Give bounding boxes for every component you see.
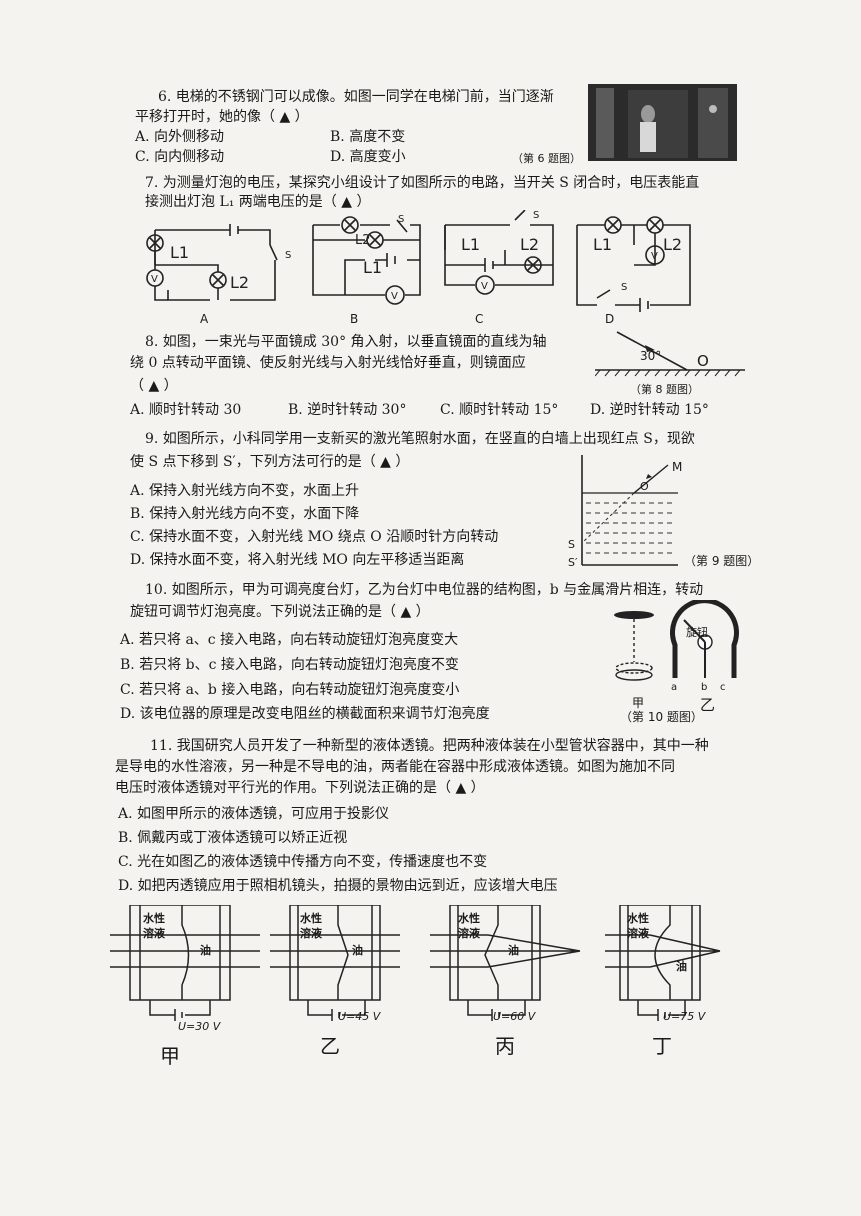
q11-yi-water1: 水性 <box>300 912 322 925</box>
q11-name-jia: 甲 <box>160 1044 180 1068</box>
q11-yi-water2: 溶液 <box>300 927 322 940</box>
q8-line1: 8. 如图，一束光与平面镜成 30° 角入射，以垂直镜面的直线为轴 <box>145 334 547 350</box>
q7-line2: 接测出灯泡 L₁ 两端电压的是（ ▲ ） <box>145 194 371 210</box>
q10-terminal-b: b <box>701 682 708 693</box>
q6-line1: 6. 电梯的不锈钢门可以成像。如图一同学在电梯门前，当门逐渐 <box>158 89 554 105</box>
svg-text:S: S <box>533 210 539 221</box>
q11-line2: 是导电的水性溶液，另一种是不导电的油，两者能在容器中形成液体透镜。如图为施加不同 <box>115 759 675 775</box>
q11-name-yi: 乙 <box>320 1034 340 1058</box>
svg-text:S: S <box>398 214 404 225</box>
svg-text:V: V <box>391 291 398 302</box>
svg-text:V: V <box>651 251 658 262</box>
q8-point-label: O <box>697 352 709 370</box>
q8-caption: （第 8 题图） <box>630 383 699 396</box>
q11-bing-water2: 溶液 <box>458 927 480 940</box>
q10-caption: （第 10 题图） <box>620 710 703 724</box>
q6-option-b: B. 高度不变 <box>330 129 406 145</box>
q8-option-d: D. 逆时针转动 15° <box>590 402 709 418</box>
q9-label-s-prime: S′ <box>568 556 578 569</box>
q11-line3: 电压时液体透镜对平行光的作用。下列说法正确的是（ ▲ ） <box>115 780 485 796</box>
q10-option-d: D. 该电位器的原理是改变电阻丝的横截面积来调节灯泡亮度 <box>120 706 490 722</box>
q10-terminal-c: c <box>720 682 726 693</box>
q10-lamp-diagram <box>614 600 739 681</box>
q11-jia-oil: 油 <box>200 944 211 957</box>
svg-text:L2: L2 <box>355 233 371 248</box>
q8-angle-label: 30° <box>640 349 662 363</box>
svg-text:V: V <box>481 281 488 292</box>
q7-line1: 7. 为测量灯泡的电压，某探究小组设计了如图所示的电路，当开关 S 闭合时，电压… <box>145 175 700 191</box>
q8-option-a: A. 顺时针转动 30 <box>130 402 242 418</box>
q7-a-l1: L1 <box>170 243 189 262</box>
q10-option-a: A. 若只将 a、c 接入电路，向右转动旋钮灯泡亮度变大 <box>120 632 459 648</box>
q10-line1: 10. 如图所示，甲为可调亮度台灯，乙为台灯中电位器的结构图，b 与金属滑片相连… <box>145 582 704 598</box>
q11-lens-diagrams <box>110 905 721 1021</box>
q6-option-a: A. 向外侧移动 <box>135 129 225 145</box>
q9-label-s: S <box>568 538 575 551</box>
q7-circuit-diagrams: L1 L2 S L1 L2 S L1 L2 S L1 L2 S V V V V <box>146 210 691 312</box>
q10-label-jia: 甲 <box>632 696 645 710</box>
q11-voltage-ding: U=75 V <box>663 1010 706 1023</box>
q7-label-d: D <box>605 312 615 326</box>
svg-text:L2: L2 <box>663 235 682 254</box>
q11-option-c: C. 光在如图乙的液体透镜中传播方向不变，传播速度也不变 <box>118 854 488 870</box>
q11-option-d: D. 如把丙透镜应用于照相机镜头，拍摄的景物由远到近，应该增大电压 <box>118 878 558 894</box>
q9-water-diagram <box>581 455 678 566</box>
q9-line2: 使 S 点下移到 S′，下列方法可行的是（ ▲ ） <box>130 454 410 470</box>
svg-text:L1: L1 <box>593 235 612 254</box>
q9-label-o: O <box>640 480 649 493</box>
q8-option-b: B. 逆时针转动 30° <box>288 402 407 418</box>
svg-text:L1: L1 <box>363 258 382 277</box>
q6-option-c: C. 向内侧移动 <box>135 149 225 165</box>
q9-option-a: A. 保持入射光线方向不变，水面上升 <box>130 483 360 499</box>
q11-voltage-jia: U=30 V <box>178 1020 221 1033</box>
q6-line2: 平移打开时，她的像（ ▲ ） <box>135 109 309 125</box>
q11-ding-water2: 溶液 <box>627 927 649 940</box>
q6-caption: （第 6 题图） <box>512 152 581 165</box>
q7-label-b: B <box>350 312 359 326</box>
q7-label-a: A <box>200 312 209 326</box>
q11-yi-oil: 油 <box>352 944 363 957</box>
q9-caption: （第 9 题图） <box>684 554 760 568</box>
q9-option-c: C. 保持水面不变，入射光线 MO 绕点 O 沿顺时针方向转动 <box>130 529 499 545</box>
q10-label-yi: 乙 <box>700 696 716 714</box>
q10-terminal-a: a <box>671 682 678 693</box>
q8-mirror-diagram <box>595 331 745 377</box>
q10-line2: 旋钮可调节灯泡亮度。下列说法正确的是（ ▲ ） <box>130 604 430 620</box>
svg-text:V: V <box>151 274 158 285</box>
q11-name-ding: 丁 <box>652 1034 672 1058</box>
q8-option-c: C. 顺时针转动 15° <box>440 402 559 418</box>
q11-voltage-yi: U=45 V <box>338 1010 381 1023</box>
svg-text:S: S <box>285 250 291 261</box>
q9-option-d: D. 保持水面不变，将入射光线 MO 向左平移适当距离 <box>130 552 465 568</box>
q10-option-c: C. 若只将 a、b 接入电路，向右转动旋钮灯泡亮度变小 <box>120 682 460 698</box>
q11-jia-water1: 水性 <box>143 912 165 925</box>
q10-knob-label: 旋钮 <box>686 626 708 639</box>
q8-line3: （ ▲ ） <box>130 378 178 394</box>
q11-bing-oil: 油 <box>508 944 519 957</box>
q11-option-a: A. 如图甲所示的液体透镜，可应用于投影仪 <box>118 806 390 822</box>
q11-line1: 11. 我国研究人员开发了一种新型的液体透镜。把两种液体装在小型管状容器中，其中… <box>150 738 709 754</box>
q11-jia-water2: 溶液 <box>143 927 165 940</box>
svg-text:L1: L1 <box>461 235 480 254</box>
svg-text:S: S <box>621 282 627 293</box>
q6-option-d: D. 高度变小 <box>330 149 406 165</box>
q11-option-b: B. 佩戴丙或丁液体透镜可以矫正近视 <box>118 830 348 846</box>
svg-text:L2: L2 <box>520 235 539 254</box>
q6-elevator-photo <box>588 84 737 161</box>
q11-bing-water1: 水性 <box>458 912 480 925</box>
q9-line1: 9. 如图所示，小科同学用一支新买的激光笔照射水面，在竖直的白墙上出现红点 S，… <box>145 431 695 447</box>
q7-a-l2: L2 <box>230 273 249 292</box>
q10-option-b: B. 若只将 b、c 接入电路，向右转动旋钮灯泡亮度不变 <box>120 657 459 673</box>
q11-voltage-bing: U=60 V <box>493 1010 536 1023</box>
q7-label-c: C <box>475 312 484 326</box>
q9-label-m: M <box>672 460 683 474</box>
q9-option-b: B. 保持入射光线方向不变，水面下降 <box>130 506 360 522</box>
q11-ding-water1: 水性 <box>627 912 649 925</box>
q8-line2: 绕 0 点转动平面镜、使反射光线与入射光线恰好垂直，则镜面应 <box>130 355 526 371</box>
q11-name-bing: 丙 <box>495 1034 515 1058</box>
q11-ding-oil: 油 <box>676 960 687 973</box>
